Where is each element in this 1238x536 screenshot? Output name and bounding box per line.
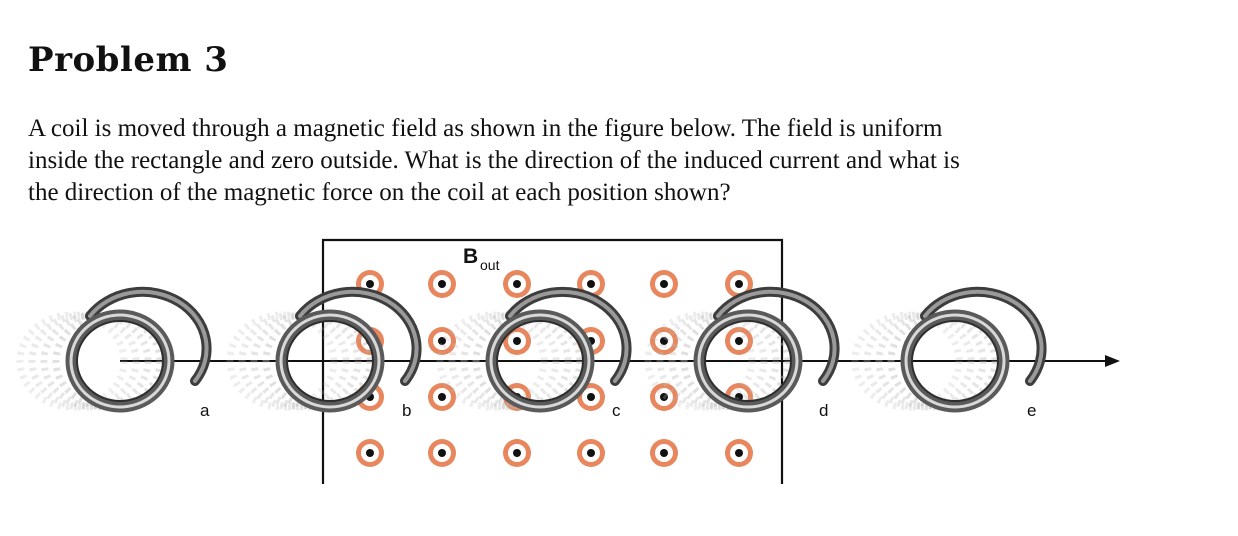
coil-icon	[16, 286, 212, 413]
field-out-of-page-icon	[577, 439, 605, 467]
field-label-subscript: out	[480, 257, 500, 273]
statement-line-3: the direction of the magnetic force on t…	[28, 179, 731, 206]
field-out-of-page-icon	[650, 327, 678, 355]
coil-label-e: e	[1027, 401, 1036, 420]
problem-statement: A coil is moved through a magnetic field…	[28, 113, 1148, 209]
field-out-of-page-icon	[725, 327, 753, 355]
field-out-of-page-icon	[650, 383, 678, 411]
field-out-of-page-icon	[428, 270, 456, 298]
field-out-of-page-icon	[428, 439, 456, 467]
coil-label-b: b	[402, 401, 411, 420]
coil-label-a: a	[200, 401, 210, 420]
coil-icon	[644, 286, 840, 413]
field-out-of-page-icon	[428, 327, 456, 355]
field-out-of-page-icon	[356, 439, 384, 467]
field-out-of-page-icon	[503, 270, 531, 298]
coil-icon	[226, 286, 422, 413]
field-out-of-page-icon	[725, 439, 753, 467]
field-out-of-page-icon	[650, 270, 678, 298]
problem-title: Problem 3	[28, 40, 229, 80]
field-out-of-page-icon	[428, 383, 456, 411]
coils	[16, 286, 1047, 413]
coil-field-figure: B out a b c d e	[16, 238, 1120, 484]
coil-label-c: c	[612, 401, 621, 420]
coil-icon	[436, 286, 632, 413]
statement-line-1: A coil is moved through a magnetic field…	[28, 115, 943, 142]
field-out-of-page-icon	[650, 439, 678, 467]
motion-arrow-icon	[1105, 355, 1120, 367]
field-out-of-page-icon	[503, 439, 531, 467]
field-out-of-page-icon	[503, 327, 531, 355]
coil-icon	[851, 286, 1047, 413]
coil-label-d: d	[819, 401, 828, 420]
field-label: B	[463, 245, 478, 268]
field-dots	[356, 270, 753, 467]
statement-line-2: inside the rectangle and zero outside. W…	[28, 147, 960, 174]
